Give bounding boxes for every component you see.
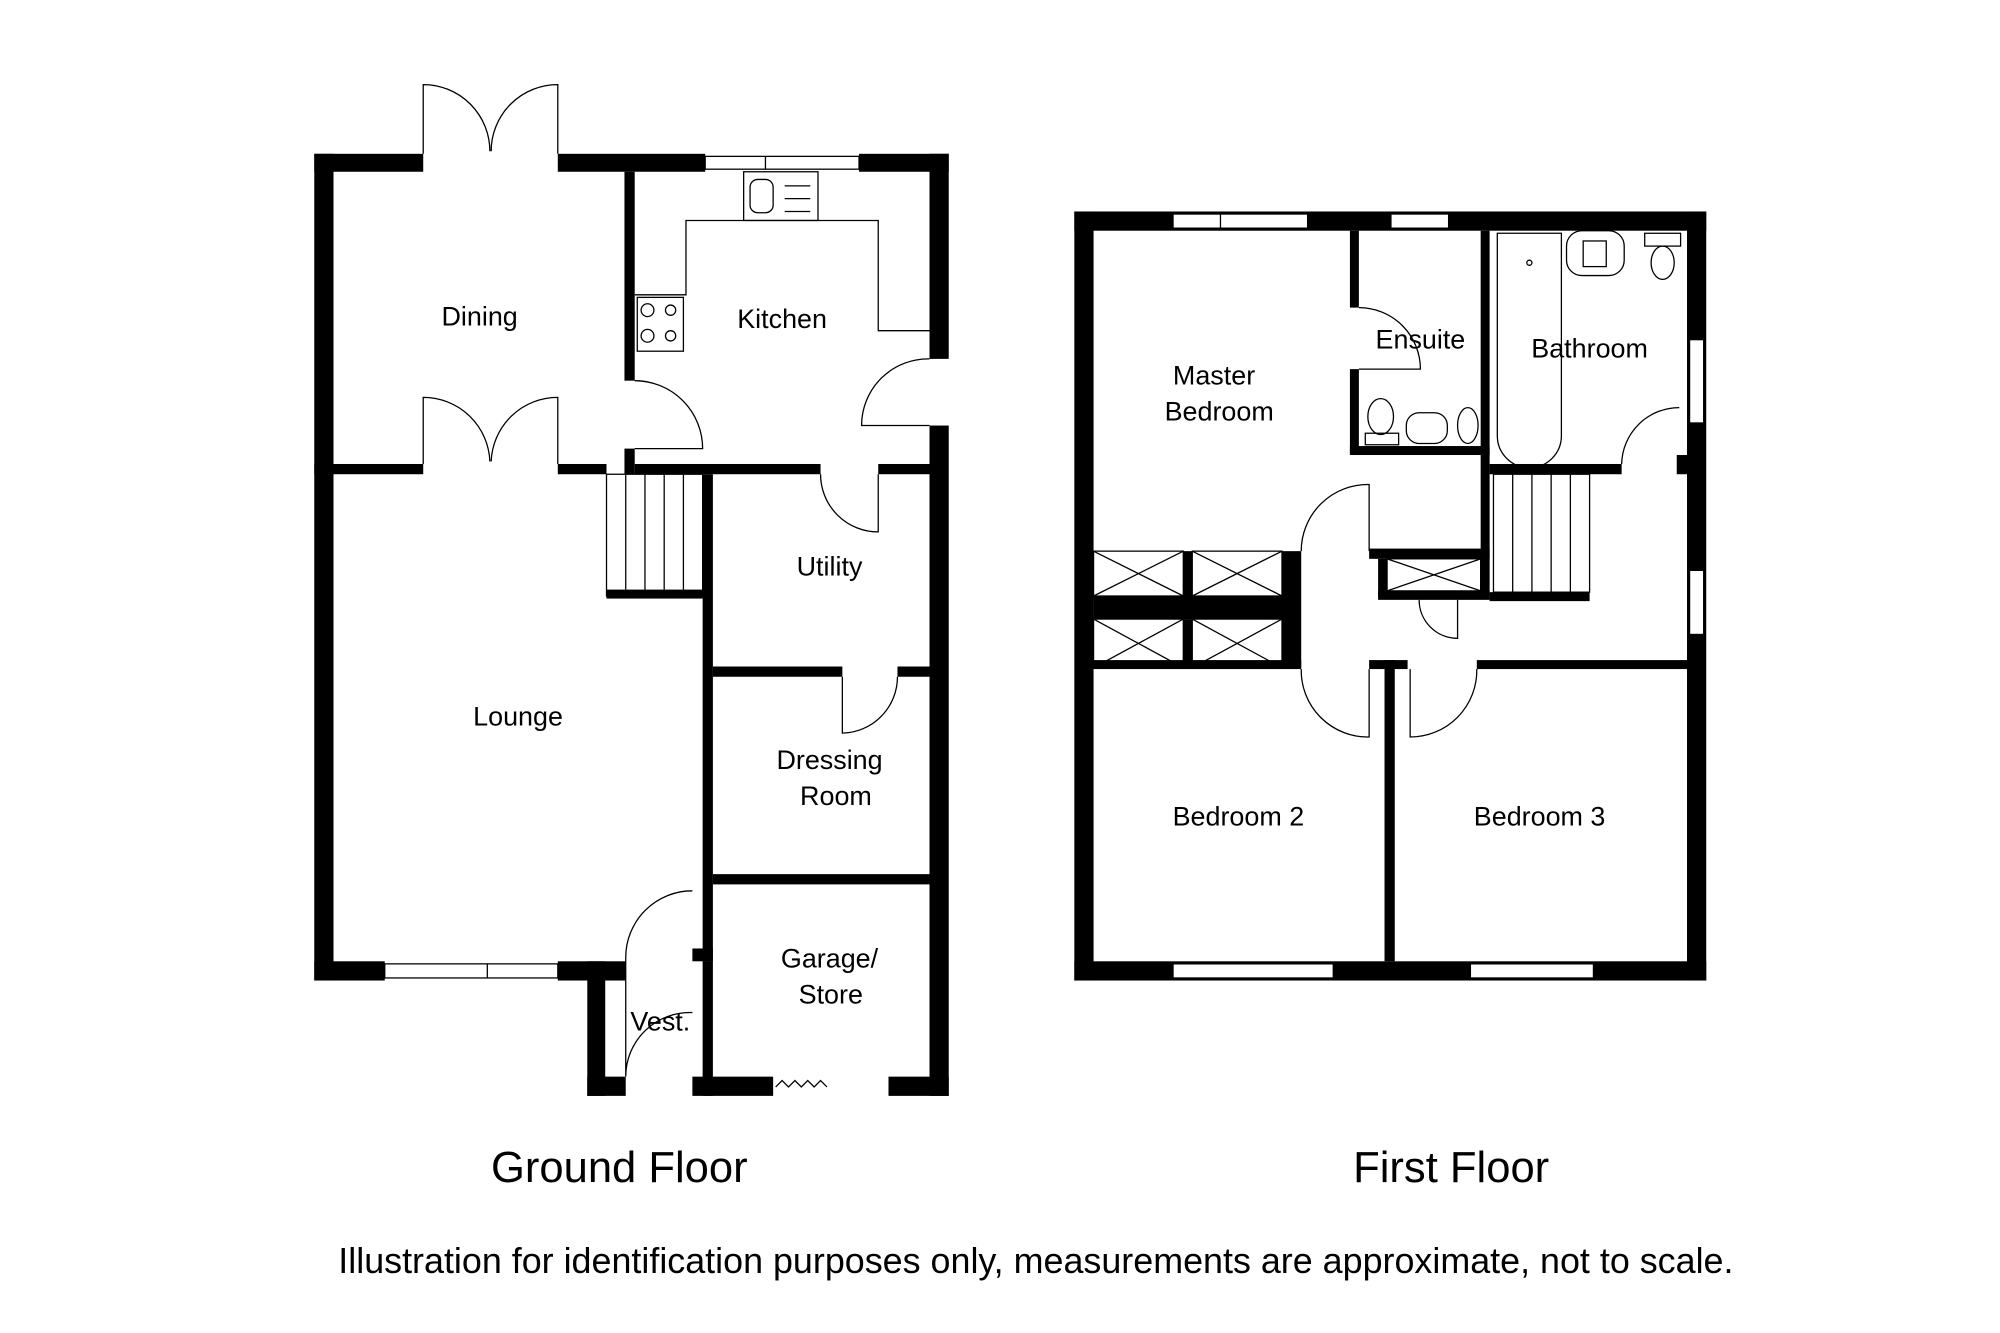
french-door — [422, 396, 559, 464]
room-label-bathroom: Bathroom — [1531, 334, 1648, 364]
window — [1172, 963, 1334, 979]
door — [1409, 669, 1478, 738]
door — [1358, 306, 1422, 370]
wardrobes — [1092, 550, 1302, 669]
room-label-dining: Dining — [441, 302, 517, 332]
window — [1390, 213, 1450, 229]
door — [1418, 599, 1459, 639]
room-label-garage: Garage/ — [781, 944, 879, 974]
window — [1172, 213, 1309, 229]
door — [819, 474, 879, 533]
room-label-ensuite: Ensuite — [1376, 325, 1466, 355]
door — [1300, 669, 1370, 738]
door — [860, 358, 930, 427]
room-label-lounge: Lounge — [473, 701, 563, 731]
window — [1688, 339, 1705, 424]
french-door — [422, 83, 559, 154]
stairs — [605, 473, 704, 599]
room-label-vestibule: Vest. — [630, 1007, 690, 1037]
room-label-master: Master — [1173, 361, 1255, 391]
room-label-garage: Store — [799, 980, 863, 1010]
room-label-dressing: Room — [800, 781, 872, 811]
first-floor-title: First Floor — [1353, 1144, 1549, 1192]
room-label-dressing: Dressing — [776, 745, 882, 775]
door — [841, 676, 899, 734]
door — [1300, 483, 1370, 552]
ground-floor-title: Ground Floor — [491, 1144, 748, 1192]
room-label-master: Bedroom — [1165, 396, 1274, 426]
window — [1469, 963, 1595, 979]
room-label-kitchen: Kitchen — [737, 304, 827, 334]
room-label-utility: Utility — [797, 551, 863, 581]
disclaimer: Illustration for identification purposes… — [338, 1241, 1733, 1281]
first-floor-plan — [1074, 211, 1707, 981]
window — [704, 155, 860, 170]
window — [384, 963, 559, 979]
door — [1620, 406, 1680, 465]
room-label-bedroom3: Bedroom 3 — [1474, 801, 1606, 831]
window — [1688, 569, 1705, 636]
stairs — [1489, 473, 1591, 602]
door — [634, 380, 704, 450]
room-label-bedroom2: Bedroom 2 — [1173, 801, 1305, 831]
ground-floor-plan — [314, 83, 949, 1096]
door — [625, 890, 693, 1077]
